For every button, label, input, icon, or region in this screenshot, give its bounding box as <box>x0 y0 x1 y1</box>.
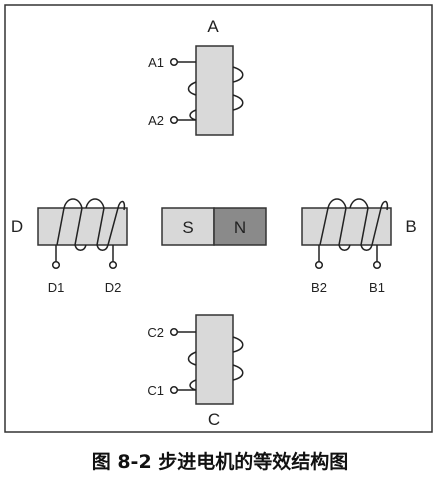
magnet-north-pole <box>213 207 267 246</box>
coil-c-label: C <box>208 410 220 429</box>
terminal-a2-label: A2 <box>148 113 164 128</box>
terminal-c1-label: C1 <box>147 383 164 398</box>
terminal-d1 <box>51 260 61 270</box>
terminal-a1-label: A1 <box>148 55 164 70</box>
coil-d-label: D <box>11 217 23 236</box>
terminal-b2 <box>314 260 324 270</box>
coil-a: A A1 A2 <box>148 17 244 136</box>
coil-a-winding <box>176 61 244 121</box>
coil-b-winding <box>318 198 389 262</box>
figure-caption: 图 8-2 步进电机的等效结构图 <box>91 451 349 473</box>
coil-d-core <box>37 207 128 246</box>
terminal-b1-label: B1 <box>369 280 385 295</box>
coil-d: D D1 D2 <box>11 198 128 295</box>
terminal-c2 <box>169 327 179 337</box>
magnet-north-label: N <box>234 218 246 237</box>
terminal-b2-label: B2 <box>311 280 327 295</box>
magnet-south-label: S <box>182 218 193 237</box>
coil-a-label: A <box>207 17 219 36</box>
terminal-b1 <box>372 260 382 270</box>
terminal-c2-label: C2 <box>147 325 164 340</box>
terminal-a1 <box>169 57 179 67</box>
coil-b: B B2 B1 <box>301 198 417 295</box>
coil-b-label: B <box>405 217 416 236</box>
permanent-magnet: S N <box>161 207 267 246</box>
coil-d-winding <box>55 198 126 262</box>
coil-a-core <box>195 45 234 136</box>
coil-c-core <box>195 314 234 405</box>
terminal-c1 <box>169 385 179 395</box>
terminal-a2 <box>169 115 179 125</box>
terminal-d2 <box>108 260 118 270</box>
coil-b-core <box>301 207 392 246</box>
terminal-d2-label: D2 <box>105 280 122 295</box>
terminal-d1-label: D1 <box>48 280 65 295</box>
coil-c: C2 C1 C <box>147 314 244 429</box>
coil-c-winding <box>176 331 244 391</box>
